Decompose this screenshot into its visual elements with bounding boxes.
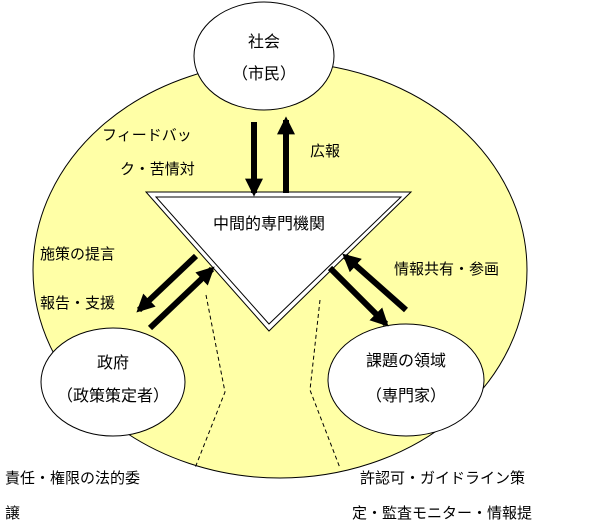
info-sharing-label: 情報共有・参画 (394, 260, 500, 278)
arrow-info-sharing (342, 253, 408, 313)
arrow-proposal-to-government (136, 253, 199, 313)
intermediary-triangle-inner (154, 196, 403, 325)
society-circle (193, 1, 335, 111)
arrow-to-domain (327, 265, 389, 327)
intermediary-label: 中間的専門機関 (212, 214, 325, 233)
society-label: 社会 (247, 32, 280, 51)
feedback-label-line1: フィードバッ (102, 126, 192, 144)
society-sublabel: （市民） (231, 64, 296, 83)
report-support-label: 報告・支援 (40, 294, 116, 312)
pr-label: 広報 (310, 142, 341, 160)
domain-sublabel: （専門家） (365, 386, 446, 405)
left-note-line1: 責任・権限の法的委 (5, 469, 141, 487)
arrow-report-to-intermediary (147, 266, 215, 331)
intermediary-triangle-outer (144, 191, 413, 332)
domain-circle (327, 323, 485, 437)
leader-left (194, 294, 226, 469)
government-circle (40, 327, 186, 437)
government-sublabel: （政策策定者） (56, 386, 169, 405)
leader-right (309, 299, 341, 469)
right-note-line2: 定・監査モニター・情報提 (352, 504, 533, 522)
feedback-label-line2: ク・苦情対 (120, 160, 195, 178)
right-note-line1: 許認可・ガイドライン策 (360, 469, 526, 487)
left-note-line2: 譲 (5, 504, 21, 522)
domain-label: 課題の領域 (365, 351, 446, 370)
government-label: 政府 (96, 353, 129, 372)
policy-proposal-label: 施策の提言 (40, 245, 116, 263)
